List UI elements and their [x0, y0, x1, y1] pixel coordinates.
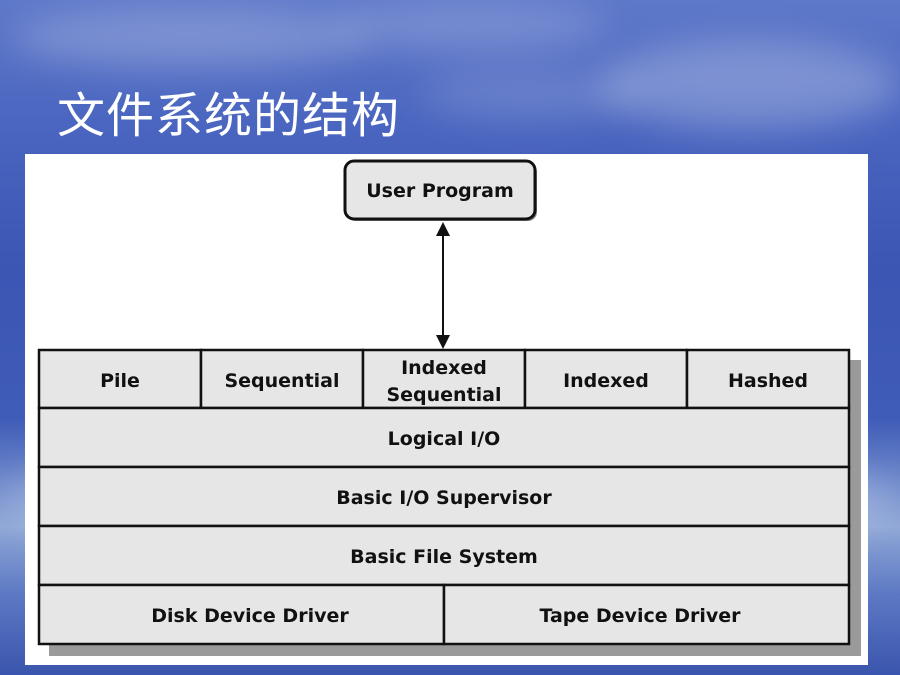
- tape-device-driver-cell: [442, 583, 851, 646]
- basic-file-system-layer: Basic File System: [37, 524, 851, 587]
- user-program-label: User Program: [366, 180, 514, 202]
- indexed-label: Indexed: [563, 370, 649, 392]
- pile-label: Pile: [100, 370, 140, 392]
- logical-io-layer: Logical I/O: [37, 406, 851, 469]
- cloud-decoration: [600, 40, 900, 130]
- basic-io-supervisor-layer: Basic I/O Supervisor: [37, 465, 851, 528]
- user-program-node: User Program: [343, 159, 537, 221]
- tape-device-driver-label: Tape Device Driver: [539, 605, 741, 627]
- cloud-decoration: [330, 2, 610, 52]
- basic-file-system-label: Basic File System: [350, 546, 538, 568]
- slide-title: 文件系统的结构: [57, 88, 401, 144]
- access-method-cell: [37, 348, 203, 410]
- bidirectional-arrow: [436, 222, 450, 349]
- disk-device-driver-label: Disk Device Driver: [151, 605, 349, 627]
- sequential-label: Sequential: [224, 370, 339, 392]
- access-method-cell: [685, 348, 851, 410]
- arrow-down-head: [436, 335, 450, 349]
- basic-io-supervisor-label: Basic I/O Supervisor: [336, 487, 552, 509]
- cloud-decoration: [420, 70, 640, 120]
- cloud-decoration: [10, 8, 370, 68]
- logical-io-label: Logical I/O: [388, 428, 501, 450]
- device-drivers-row: Disk Device Driver Tape Device Driver: [37, 583, 851, 646]
- disk-device-driver-cell: [37, 583, 446, 646]
- arrow-up-head: [436, 222, 450, 236]
- hashed-label: Hashed: [728, 370, 808, 392]
